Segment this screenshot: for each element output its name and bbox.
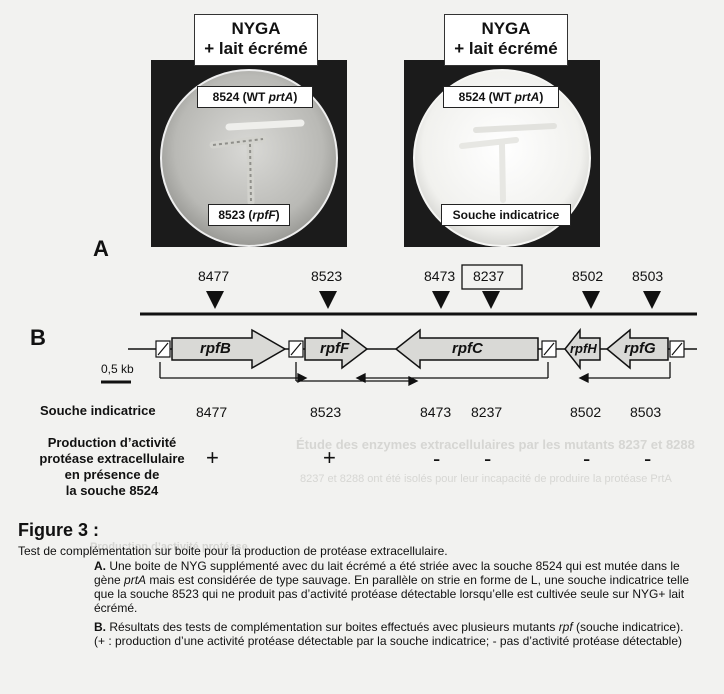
scale-bar-label: 0,5 kb [101, 362, 134, 376]
show-through-line-3: Production d’activité protéase [90, 541, 248, 553]
transcript-arrow-1 [297, 372, 308, 384]
gene-label-rpfG: rpfG [624, 340, 656, 357]
transcript-arrow-3 [355, 372, 366, 384]
gene-label-rpfH: rpfH [570, 341, 597, 356]
left-wt-streak [225, 119, 305, 131]
strain-8502: 8502 [570, 404, 602, 420]
gene-arrow-rpfC [394, 328, 539, 370]
figure-subtitle: Test de complémentation sur boite pour l… [18, 544, 448, 558]
result-8523: + [323, 445, 336, 470]
transcript-arrow-4 [578, 372, 589, 384]
insertion-marker-8502 [582, 291, 600, 309]
gene-arrow-rpfB [171, 328, 287, 370]
left-plate-photo [151, 60, 347, 247]
show-through-line-2: 8237 et 8288 ont été isolés pour leur in… [300, 473, 672, 485]
gene-arrow-rpfG [605, 328, 669, 370]
caption-item-b: B. Résultats des tests de complémentatio… [94, 620, 684, 648]
result-8477: + [206, 445, 219, 470]
right-plate-header-line2: + lait écrémé [454, 39, 558, 58]
insertion-marker-8503 [643, 291, 661, 309]
left-plate-header-line2: + lait écrémé [204, 39, 308, 58]
right-plate-header-line1: NYGA [481, 19, 531, 38]
result-8237: - [484, 446, 492, 471]
insertion-marker-8477 [206, 291, 224, 309]
right-plate-dish [413, 69, 591, 247]
right-plate-header: NYGA + lait écrémé [444, 14, 568, 66]
strain-8523: 8523 [310, 404, 342, 420]
left-plate-top-tag: 8524 (WT prtA) [197, 86, 313, 108]
row-label-indicator-strain: Souche indicatrice [40, 403, 156, 418]
right-plate-top-tag: 8524 (WT prtA) [443, 86, 559, 108]
panel-b-label: B [30, 325, 46, 350]
strain-8477: 8477 [196, 404, 228, 420]
right-wt-streak [473, 123, 557, 133]
gene-label-rpfF: rpfF [320, 340, 350, 357]
site-label-8237: 8237 [473, 268, 505, 284]
right-indicator-streak [459, 137, 519, 203]
figure-title: Figure 3 : [18, 520, 100, 540]
transcript-arrow-2 [408, 375, 419, 387]
left-plate-header: NYGA + lait écrémé [194, 14, 318, 66]
insertion-marker-8473 [432, 291, 450, 309]
gene-label-rpfC: rpfC [452, 340, 483, 357]
panel-a-label: A [93, 236, 109, 261]
site-8237-box [461, 264, 523, 290]
site-label-8473: 8473 [424, 268, 456, 284]
insertion-marker-8237 [482, 291, 500, 309]
left-plate-bottom-tag: 8523 (rpfF) [208, 204, 290, 226]
gene-arrow-rpfH [564, 327, 601, 371]
gene-map [101, 264, 697, 387]
left-plate-header-line1: NYGA [231, 19, 281, 38]
gene-arrow-rpfF [304, 328, 369, 370]
site-label-8523: 8523 [311, 268, 343, 284]
insertion-marker-8523 [319, 291, 337, 309]
right-plate-bottom-tag: Souche indicatrice [441, 204, 571, 226]
row-label-protease-production: Production d’activité protéase extracell… [39, 435, 185, 498]
strain-8503: 8503 [630, 404, 662, 420]
strain-8473: 8473 [420, 404, 452, 420]
site-label-8502: 8502 [572, 268, 604, 284]
result-8473: - [433, 446, 441, 471]
site-label-8477: 8477 [198, 268, 230, 284]
gene-label-rpfB: rpfB [200, 340, 231, 357]
show-through-line-1: Étude des enzymes extracellulaires par l… [296, 437, 695, 452]
result-8503: - [644, 446, 652, 471]
right-plate-photo [404, 60, 600, 247]
strain-8237: 8237 [471, 404, 503, 420]
caption-item-a: A. Une boite de NYG supplémenté avec du … [94, 559, 690, 615]
site-label-8503: 8503 [632, 268, 664, 284]
result-8502: - [583, 446, 591, 471]
left-plate-dish [160, 69, 338, 247]
